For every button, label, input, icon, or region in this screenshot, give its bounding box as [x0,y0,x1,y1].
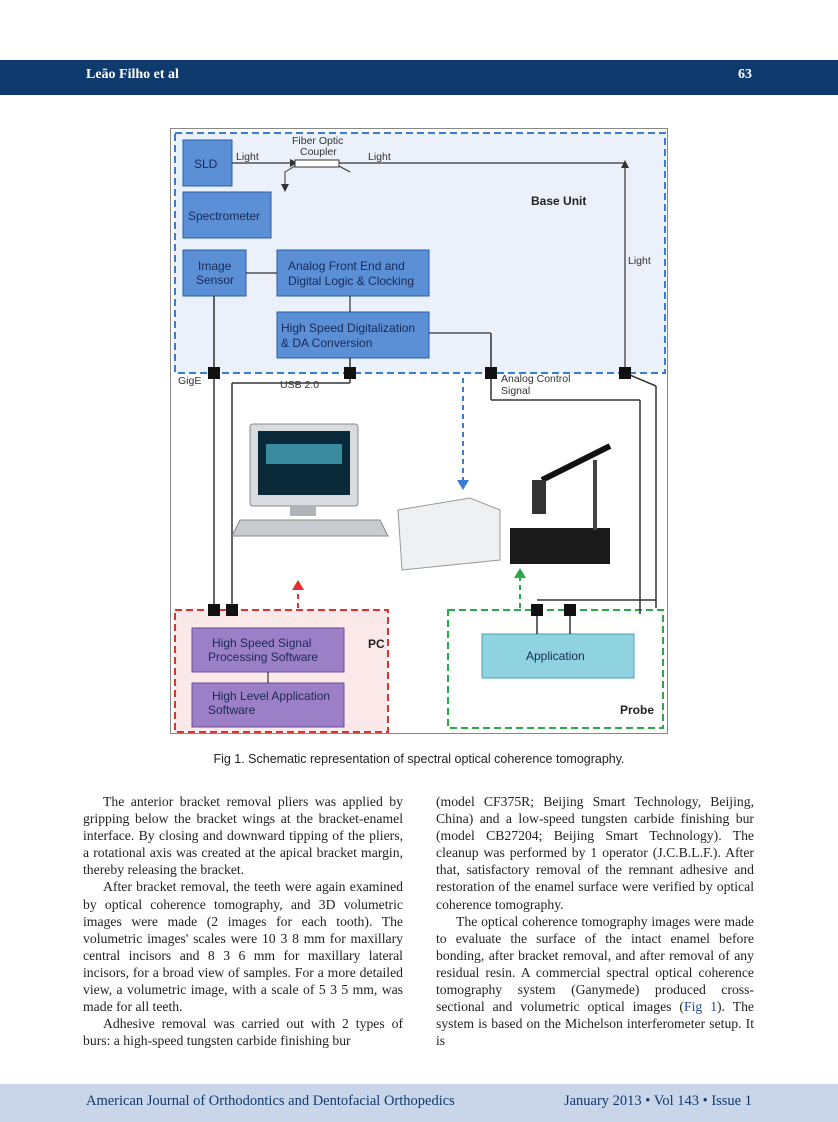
svg-text:Fiber Optic: Fiber Optic [292,135,343,147]
analog-front-end-box [276,249,430,297]
keyboard-icon [231,519,389,537]
oct-device-icon [397,497,501,571]
svg-text:SLD: SLD [194,157,218,171]
body-paragraph: After bracket removal, the teeth were ag… [83,879,403,1015]
running-author: Leão Filho et al [86,67,179,82]
sld-box [182,139,233,187]
svg-text:Analog Control: Analog Control [501,373,570,385]
svg-text:Signal: Signal [501,385,530,397]
svg-text:Light: Light [628,255,651,267]
svg-text:PC: PC [368,637,385,651]
figure-1: Fiber Optic Coupler Light Light Light SL… [170,128,668,734]
figure-caption: Fig 1. Schematic representation of spect… [213,752,625,766]
svg-text:Coupler: Coupler [300,146,337,158]
svg-text:Digital Logic & Clocking: Digital Logic & Clocking [288,274,414,288]
svg-text:USB 2.0: USB 2.0 [280,379,319,391]
svg-text:Light: Light [236,151,259,163]
hl-app-box [191,682,345,728]
svg-text:& DA Conversion: & DA Conversion [281,336,372,350]
body-paragraph: Adhesive removal was carried out with 2 … [83,1016,403,1049]
svg-text:Application: Application [526,649,585,663]
body-column-left: The anterior bracket removal pliers was … [83,793,403,1049]
probe-stand-icon [510,528,610,564]
svg-text:Probe: Probe [620,703,654,717]
oct-schematic: Fiber Optic Coupler Light Light Light SL… [170,128,668,734]
svg-text:High Speed Digitalization: High Speed Digitalization [281,321,415,335]
journal-title: American Journal of Orthodontics and Den… [86,1093,455,1109]
hs-signal-box [191,627,345,673]
body-text: The optical coherence tomography images … [436,913,754,1015]
svg-text:Sensor: Sensor [196,273,234,287]
body-column-right: (model CF375R; Beijing Smart Technology,… [436,793,754,1049]
spectrometer-box [182,191,272,239]
svg-text:Spectrometer: Spectrometer [188,209,260,223]
svg-text:Image: Image [198,259,232,273]
svg-text:High Speed Signal: High Speed Signal [212,636,311,650]
page-header: Leão Filho et al 63 [0,60,838,95]
journal-issue: January 2013 • Vol 143 • Issue 1 [563,1093,752,1109]
page-footer: American Journal of Orthodontics and Den… [0,1084,838,1122]
body-text: ). The system is based on the Michelson … [436,999,755,1049]
application-box [481,633,635,679]
svg-text:High Level Application: High Level Application [212,689,330,703]
body-paragraph: (model CF375R; Beijing Smart Technology,… [436,794,754,912]
svg-text:Processing Software: Processing Software [208,650,318,664]
figure-reference-link[interactable]: Fig 1 [684,999,718,1015]
svg-text:Analog Front End and: Analog Front End and [288,259,405,273]
body-paragraph: The anterior bracket removal pliers was … [83,794,403,878]
svg-text:Light: Light [368,151,391,163]
svg-text:Base Unit: Base Unit [531,194,586,208]
svg-text:Software: Software [208,703,256,717]
image-sensor-box [182,249,247,297]
svg-text:GigE: GigE [178,375,201,387]
page-number: 63 [738,67,752,82]
body-paragraph: The optical coherence tomography images … [436,913,754,1050]
digitalization-box [276,311,430,359]
